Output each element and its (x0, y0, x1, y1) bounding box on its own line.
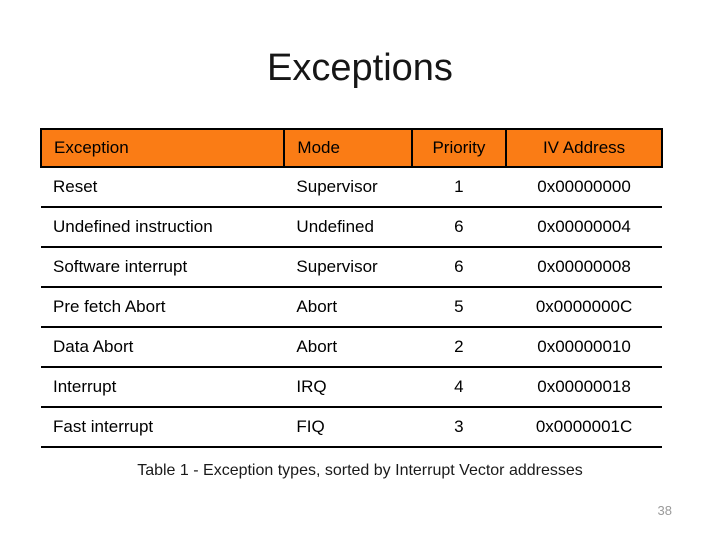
cell-exception: Interrupt (41, 367, 285, 408)
cell-iv-address: 0x00000008 (506, 247, 662, 288)
cell-mode: FIQ (284, 407, 412, 448)
table-row: Undefined instruction Undefined 6 0x0000… (41, 207, 662, 248)
cell-iv-address: 0x00000000 (506, 167, 662, 208)
cell-iv-address: 0x00000010 (506, 327, 662, 368)
cell-iv-address: 0x0000000C (506, 287, 662, 328)
cell-mode: Supervisor (284, 167, 412, 208)
cell-priority: 3 (411, 407, 507, 448)
column-header-mode: Mode (283, 128, 413, 168)
cell-mode: IRQ (284, 367, 412, 408)
table-row: Interrupt IRQ 4 0x00000018 (41, 367, 662, 408)
table-caption: Table 1 - Exception types, sorted by Int… (137, 462, 583, 479)
cell-priority: 4 (411, 367, 507, 408)
cell-exception: Reset (41, 167, 285, 208)
column-header-exception: Exception (39, 128, 286, 168)
table-row: Software interrupt Supervisor 6 0x000000… (41, 247, 662, 288)
cell-priority: 6 (411, 247, 507, 288)
cell-exception: Fast interrupt (41, 407, 285, 448)
cell-mode: Abort (284, 287, 412, 328)
cell-priority: 6 (411, 207, 507, 248)
cell-iv-address: 0x00000018 (506, 367, 662, 408)
cell-mode: Abort (284, 327, 412, 368)
exceptions-table: Exception Mode Priority IV Address Reset… (39, 128, 663, 448)
table-row: Pre fetch Abort Abort 5 0x0000000C (41, 287, 662, 328)
cell-iv-address: 0x00000004 (506, 207, 662, 248)
page-title: Exceptions (267, 47, 453, 89)
cell-exception: Data Abort (41, 327, 285, 368)
column-header-priority: Priority (410, 128, 508, 168)
cell-priority: 5 (411, 287, 507, 328)
cell-exception: Undefined instruction (41, 207, 285, 248)
slide-page-number: 38 (657, 503, 672, 518)
table-row: Fast interrupt FIQ 3 0x0000001C (41, 407, 662, 448)
cell-iv-address: 0x0000001C (506, 407, 662, 448)
cell-priority: 1 (411, 167, 507, 208)
cell-exception: Pre fetch Abort (41, 287, 285, 328)
cell-mode: Undefined (284, 207, 412, 248)
table-header-row: Exception Mode Priority IV Address (39, 128, 663, 168)
column-header-iv-address: IV Address (505, 128, 663, 168)
cell-exception: Software interrupt (41, 247, 285, 288)
cell-mode: Supervisor (284, 247, 412, 288)
table-row: Data Abort Abort 2 0x00000010 (41, 327, 662, 368)
table-row: Reset Supervisor 1 0x00000000 (41, 167, 662, 208)
cell-priority: 2 (411, 327, 507, 368)
